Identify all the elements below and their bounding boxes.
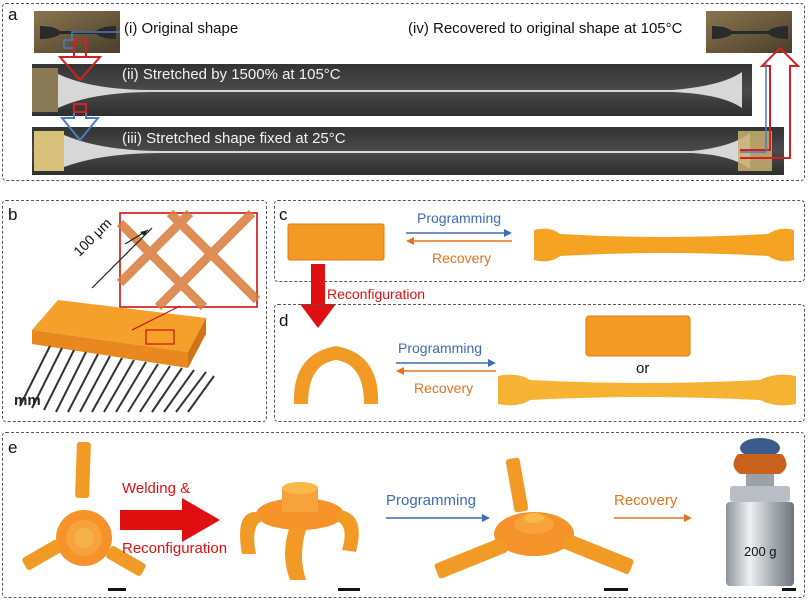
- c-programming-arrow: [406, 229, 512, 237]
- stretched-photo-c: [534, 228, 794, 262]
- panel-c-label: c: [279, 205, 288, 224]
- scale-bar-100um: [91, 227, 153, 289]
- panel-b-label: b: [8, 205, 18, 224]
- e-recovery-arrow: [614, 514, 692, 522]
- lattice-block-photo: [32, 300, 206, 368]
- panel-a-label: a: [8, 5, 18, 24]
- step-3-caption: (iii) Stretched shape fixed at 25°C: [122, 130, 346, 147]
- reconfiguration-label: Reconfiguration: [327, 286, 426, 302]
- ruler-photo: [19, 345, 215, 413]
- panel-d: [274, 304, 805, 422]
- panel-a: [2, 3, 805, 181]
- c-programming-label: Programming: [417, 210, 502, 226]
- panel-e: [2, 432, 805, 598]
- flow-arrows-a: [57, 31, 801, 159]
- lattice-zoom-inset: [116, 209, 261, 311]
- e-reconfiguration-label: Reconfiguration: [122, 540, 228, 557]
- tripod-programmed-photo: [434, 457, 634, 579]
- c-recovery-arrow: [406, 237, 512, 245]
- d-programming-arrow: [396, 359, 496, 367]
- weight-label: 200 g: [744, 544, 777, 559]
- tripod-flat-photo: [22, 441, 146, 576]
- stretched-photo-d: [498, 374, 796, 406]
- d-recovery-label: Recovery: [414, 380, 474, 396]
- e-recovery-label: Recovery: [614, 492, 678, 509]
- d-or-label: or: [636, 360, 650, 377]
- welding-arrow: [120, 498, 220, 542]
- stretched-strip-photo: [32, 64, 752, 116]
- arch-photo-d: [293, 346, 379, 404]
- panel-b: [2, 200, 267, 422]
- scale-bar-4: [782, 588, 796, 591]
- scale-bar-2: [338, 588, 360, 591]
- c-recovery-label: Recovery: [432, 250, 492, 266]
- welding-label: Welding &: [122, 480, 191, 497]
- panel-c: [274, 200, 805, 282]
- e-programming-label: Programming: [386, 492, 477, 509]
- tripod-3d-photo: [240, 482, 359, 580]
- step-1-caption: (i) Original shape: [124, 20, 239, 37]
- zoom-connector: [131, 305, 181, 331]
- step-4-caption: (iv) Recovered to original shape at 105°…: [408, 20, 683, 37]
- weight-photo: [726, 438, 794, 586]
- d-recovery-arrow: [396, 367, 496, 375]
- reconfiguration-arrow: [300, 264, 336, 328]
- scale-bar-1: [108, 588, 126, 591]
- block-photo-c: [287, 223, 385, 261]
- panel-e-label: e: [8, 438, 18, 457]
- scale-bar-3: [604, 588, 628, 591]
- block-photo-d: [585, 315, 691, 357]
- panel-d-label: d: [279, 311, 289, 330]
- fixed-strip-photo: [32, 127, 784, 175]
- d-programming-label: Programming: [398, 340, 483, 356]
- e-programming-arrow: [386, 514, 490, 522]
- recovered-shape-photo: [706, 11, 792, 53]
- step-2-caption: (ii) Stretched by 1500% at 105°C: [122, 66, 341, 83]
- ruler-unit: mm: [14, 392, 41, 409]
